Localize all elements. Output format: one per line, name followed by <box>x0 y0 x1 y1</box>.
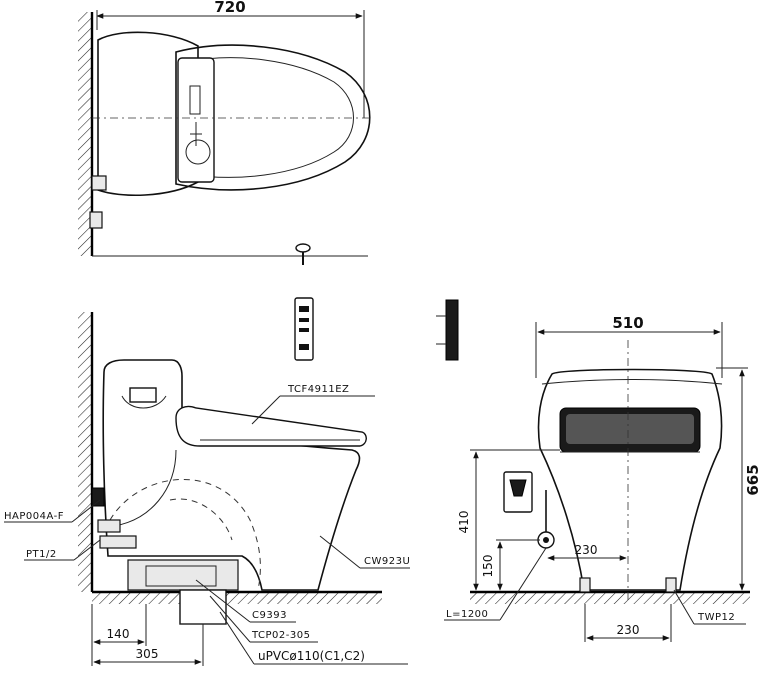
dim-230-supply: 230 <box>575 543 598 557</box>
label-bolt-model: TWP12 <box>697 612 735 623</box>
side-hose <box>113 449 177 527</box>
dim-230-bolt: 230 <box>617 623 640 637</box>
label-hose-length: L=1200 <box>446 609 488 620</box>
label-flange-model: TCP02-305 <box>251 630 310 641</box>
dim-140: 140 <box>107 627 130 641</box>
remote-control <box>294 297 314 361</box>
top-seat-hinge-circle <box>185 139 211 165</box>
top-view: 720 <box>78 0 372 265</box>
side-drain-pipe <box>179 589 227 625</box>
side-valve <box>91 487 105 507</box>
dim-510: 510 <box>612 314 643 332</box>
front-bracket <box>445 299 459 361</box>
label-valve-model: HAP004A-F <box>4 511 64 522</box>
label-drain-pipe: uPVCø110(C1,C2) <box>258 649 365 663</box>
label-part-c9393: C9393 <box>252 610 287 621</box>
dim-150: 150 <box>481 555 495 578</box>
top-bowl-outline <box>175 44 371 191</box>
top-wall-hatch <box>78 12 92 256</box>
dim-720: 720 <box>214 0 245 16</box>
front-toilet-body <box>537 368 723 591</box>
dim-665: 665 <box>744 464 760 495</box>
top-floor-valve-icon <box>295 243 311 265</box>
side-wall-hatch <box>78 312 92 592</box>
tank-button <box>129 387 157 403</box>
side-trap <box>109 478 261 591</box>
side-floor-hatch <box>92 592 382 604</box>
top-seat-inner <box>185 57 354 178</box>
top-control-panel <box>177 57 215 183</box>
dim-305: 305 <box>136 647 159 661</box>
front-bolt-left <box>579 577 591 593</box>
label-toilet-model: CW923U <box>364 556 410 567</box>
side-seat <box>175 405 367 447</box>
label-seat-model: TCF4911EZ <box>287 384 349 395</box>
label-pipe-thread: PT1/2 <box>26 549 57 560</box>
dim-410: 410 <box>457 511 471 534</box>
side-view: 140 305 TCF4911EZ CW923U HAP004A-F PT1/2… <box>4 297 410 666</box>
top-valve <box>91 175 107 191</box>
front-bolt-right <box>665 577 677 593</box>
front-floor-hatch <box>470 592 750 604</box>
front-view: 510 665 410 150 230 230 L=1200 <box>436 299 760 642</box>
side-toilet-body <box>102 359 361 591</box>
